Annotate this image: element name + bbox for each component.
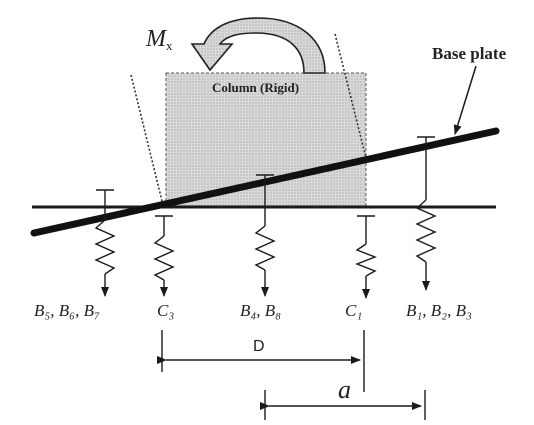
- spring-c3: [153, 215, 175, 297]
- label-b4-b8: B₄, B₈: [240, 301, 281, 320]
- dimension-d: [157, 330, 365, 392]
- label-b1-b2-b3: B₁, B₂, B₃: [406, 301, 472, 320]
- column-label: Column (Rigid): [212, 80, 299, 95]
- moment-arrow-icon: [190, 17, 326, 74]
- dimension-a-label: a: [338, 375, 351, 404]
- base-plate-pointer: [453, 65, 477, 135]
- moment-label: Mx: [145, 26, 173, 53]
- rotated-column-left-edge: [130, 74, 164, 206]
- moment-subscript: x: [166, 38, 173, 53]
- spring-c1: [355, 215, 377, 299]
- spring-b5: [94, 189, 116, 297]
- rotated-column-right-edge: [334, 33, 367, 159]
- label-c1: C₁: [345, 301, 362, 320]
- label-c3: C₃: [157, 301, 174, 320]
- spring-b1: [415, 136, 437, 291]
- label-b5-b6-b7: B₅, B₆, B₇: [34, 301, 100, 320]
- dimension-d-label: D: [253, 338, 265, 355]
- moment-symbol: M: [145, 26, 168, 52]
- spring-b4: [254, 174, 276, 297]
- dimension-a: [260, 390, 426, 420]
- base-plate-label: Base plate: [432, 44, 507, 63]
